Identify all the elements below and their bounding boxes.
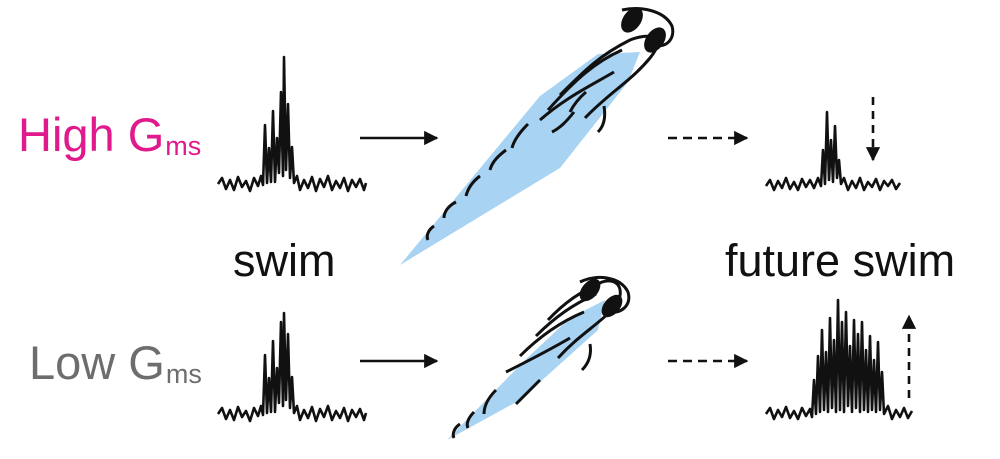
future-swim-trace-small [764,110,902,192]
low-gms-label: Low Gms [29,336,202,389]
swim-burst-trace-icon [216,311,368,423]
larval-zebrafish-icon [447,275,631,440]
larval-zebrafish-icon [400,7,675,265]
high-gms-label: High Gms [18,108,202,161]
swim-burst-trace-icon [216,55,368,193]
low-gms-label-main: Low G [29,336,165,389]
high-gms-label-sub: ms [165,131,202,161]
low-gms-label-sub: ms [165,359,202,389]
future-swim-caption: future swim [725,235,956,286]
swim-caption: swim [233,235,336,286]
future-swim-trace-large [764,298,914,421]
high-gms-label-main: High G [18,108,165,161]
